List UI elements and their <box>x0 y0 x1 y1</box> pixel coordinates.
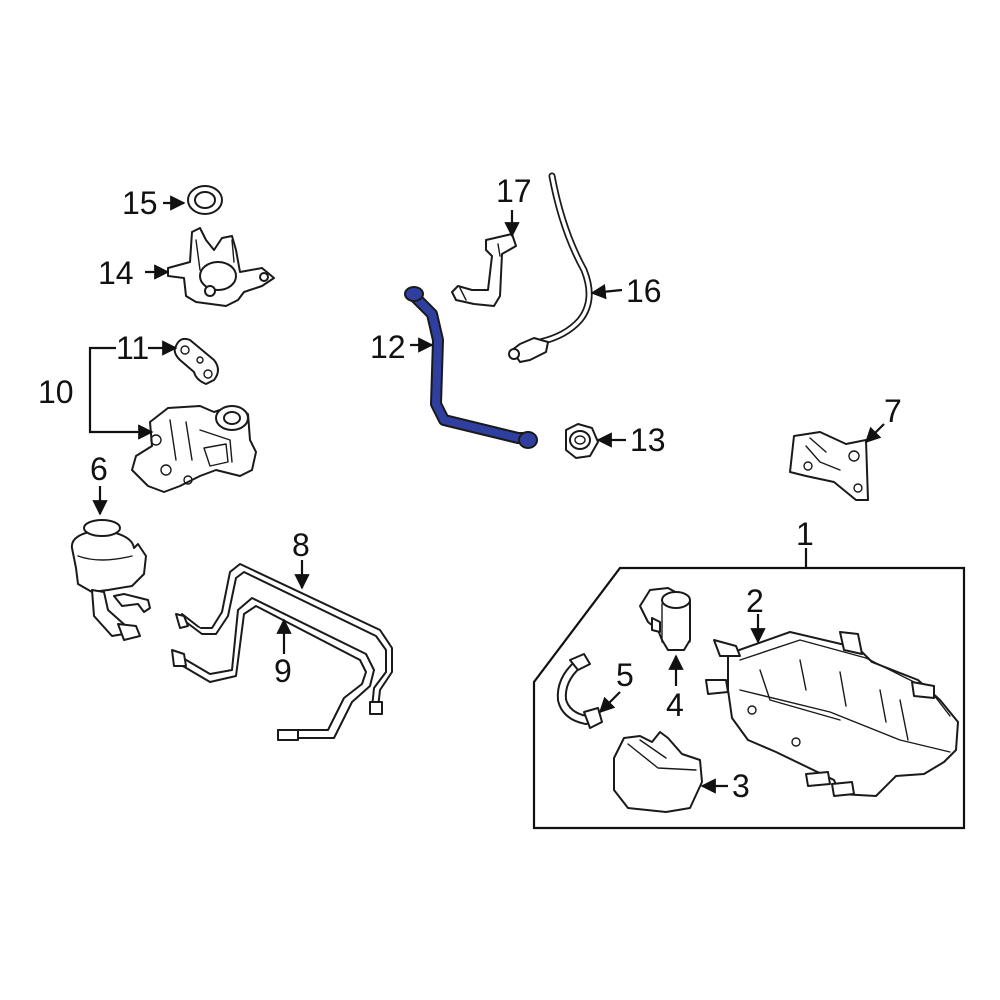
callout-11: 11 <box>116 330 149 366</box>
callout-16: 16 <box>626 273 662 309</box>
part-10-egr-valve[interactable] <box>131 405 257 493</box>
part-17-tube[interactable] <box>451 233 517 307</box>
part-2-canister[interactable] <box>705 631 959 797</box>
part-9-tube[interactable] <box>171 597 375 741</box>
callout-7: 7 <box>884 393 902 429</box>
part-13-nut[interactable] <box>565 423 599 459</box>
callout-14: 14 <box>98 255 134 291</box>
part-12-vacuum-tube-highlighted[interactable] <box>404 286 538 449</box>
callout-13: 13 <box>630 422 666 458</box>
part-5-hose[interactable] <box>556 653 603 729</box>
callout-labels: 15 14 11 10 6 17 16 12 13 7 8 9 1 2 5 4 … <box>38 173 902 804</box>
callout-9: 9 <box>274 653 292 689</box>
part-16-hose[interactable] <box>508 172 593 363</box>
callout-5: 5 <box>616 657 634 693</box>
callout-15: 15 <box>122 185 158 221</box>
part-7-bracket[interactable] <box>789 431 869 501</box>
callout-3: 3 <box>732 768 750 804</box>
callout-12: 12 <box>370 329 406 365</box>
callout-2: 2 <box>746 583 764 619</box>
callout-4: 4 <box>666 687 684 723</box>
part-14-valve[interactable] <box>167 227 275 307</box>
part-1-assembly-box <box>532 566 966 830</box>
part-6-actuator[interactable] <box>70 519 151 641</box>
callout-1: 1 <box>796 516 814 552</box>
callout-6: 6 <box>90 451 108 487</box>
part-15-o-ring[interactable] <box>187 185 223 215</box>
part-11-gasket[interactable] <box>173 337 219 385</box>
part-4-vent-valve[interactable] <box>639 587 691 651</box>
leader-lines <box>88 195 885 794</box>
callout-17: 17 <box>496 173 532 209</box>
callout-10: 10 <box>38 374 74 410</box>
callout-8: 8 <box>292 527 310 563</box>
part-3-shield[interactable] <box>613 731 703 813</box>
